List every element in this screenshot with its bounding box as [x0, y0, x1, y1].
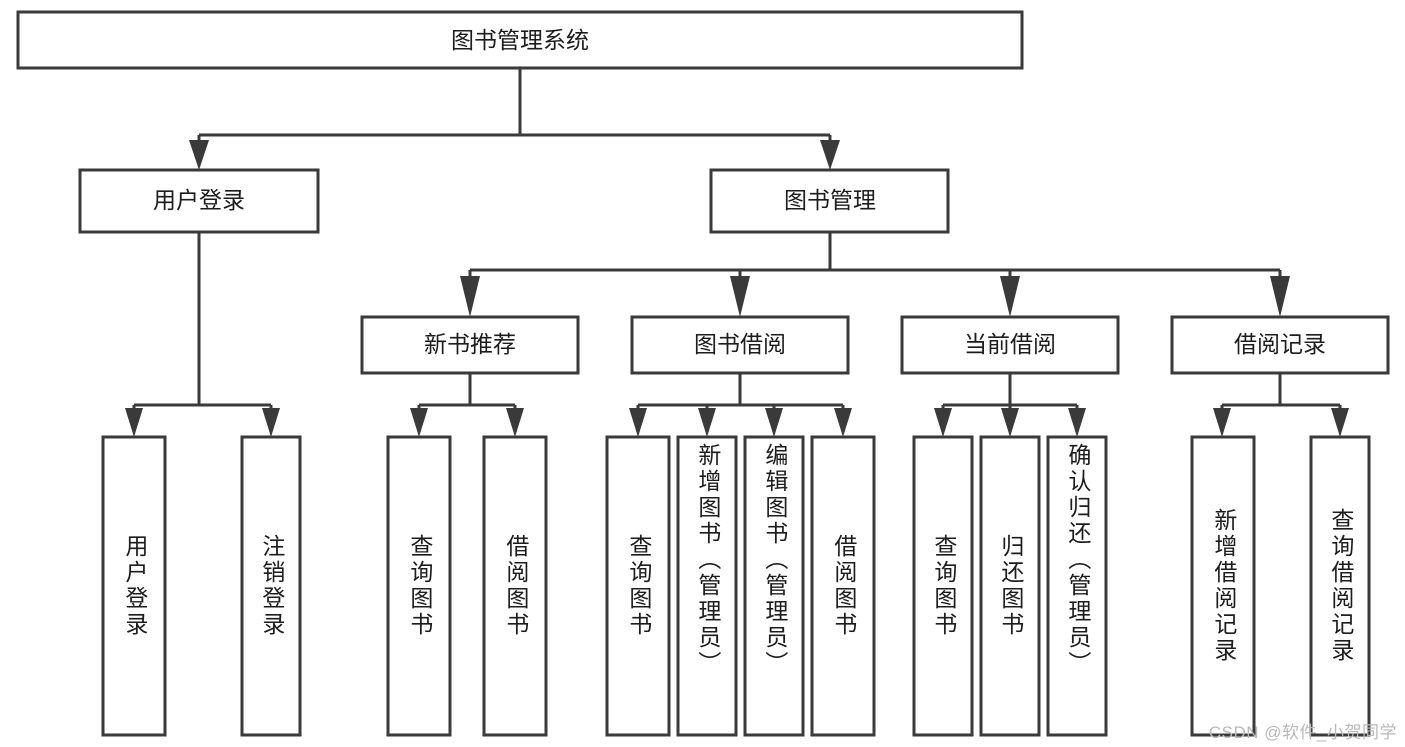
- leaf-box-bb-query-book[interactable]: [605, 435, 671, 737]
- arrow-to-leaf-br-1: [1213, 408, 1231, 437]
- arrow-to-book-borrow: [730, 276, 750, 317]
- user-login-label: 用户登录: [153, 187, 245, 213]
- node-book-borrow[interactable]: 图书借阅: [630, 315, 850, 375]
- leaf-box-bb-edit-book[interactable]: [743, 435, 805, 737]
- arrow-to-book-mgmt: [820, 140, 840, 170]
- arrow-to-leaf-bb-2: [698, 408, 716, 437]
- borrow-record-label: 借阅记录: [1234, 331, 1326, 357]
- leaf-box-nbr-query-book[interactable]: [386, 435, 452, 737]
- node-new-book-recommend[interactable]: 新书推荐: [360, 315, 580, 375]
- arrow-to-current-borrow: [1000, 276, 1020, 317]
- connector-user-login-to-leaves: [125, 232, 280, 437]
- leaf-box-nbr-borrow-book[interactable]: [482, 435, 548, 737]
- connector-borrow-record-to-leaves: [1213, 373, 1349, 437]
- node-root[interactable]: 图书管理系统: [16, 10, 1024, 70]
- connector-root-to-level2: [189, 68, 840, 170]
- current-borrow-label: 当前借阅: [964, 331, 1056, 357]
- node-borrow-record[interactable]: 借阅记录: [1170, 315, 1390, 375]
- root-label: 图书管理系统: [451, 27, 589, 53]
- node-user-login[interactable]: 用户登录: [78, 168, 320, 234]
- new-book-recommend-box[interactable]: [360, 315, 580, 375]
- arrow-to-leaf-bb-4: [834, 408, 852, 437]
- leaf-box-cb-confirm-return[interactable]: [1046, 435, 1108, 737]
- connector-current-borrow-to-leaves: [934, 373, 1086, 437]
- node-current-borrow[interactable]: 当前借阅: [900, 315, 1120, 375]
- leaf-box-user-login[interactable]: [101, 435, 167, 737]
- leaf-box-br-query-record[interactable]: [1309, 435, 1371, 737]
- book-borrow-box[interactable]: [630, 315, 850, 375]
- leaf-box-bb-borrow-book[interactable]: [810, 435, 876, 737]
- new-book-recommend-label: 新书推荐: [424, 331, 516, 357]
- arrow-to-leaf-nbr-1: [410, 408, 428, 437]
- node-book-management[interactable]: 图书管理: [709, 168, 950, 234]
- leaf-box-logout[interactable]: [240, 435, 302, 737]
- current-borrow-box[interactable]: [900, 315, 1120, 375]
- arrow-to-leaf-cb-1: [934, 408, 952, 437]
- arrow-to-borrow-record: [1270, 276, 1290, 317]
- leaf-box-br-add-record[interactable]: [1190, 435, 1256, 737]
- root-box[interactable]: [16, 10, 1024, 70]
- connector-new-book-recommend-to-leaves: [410, 373, 524, 437]
- arrow-to-user-login: [189, 140, 209, 170]
- arrow-to-leaf-br-2: [1331, 408, 1349, 437]
- arrow-to-leaf-nbr-2: [506, 408, 524, 437]
- watermark-text: CSDN @软件_小贺同学: [1208, 723, 1397, 742]
- book-management-box[interactable]: [709, 168, 950, 234]
- arrow-to-new-book-recommend: [460, 276, 480, 317]
- borrow-record-box[interactable]: [1170, 315, 1390, 375]
- arrow-to-leaf-logout: [262, 408, 280, 437]
- book-management-label: 图书管理: [784, 187, 876, 213]
- book-borrow-label: 图书借阅: [694, 331, 786, 357]
- leaf-box-cb-return-book[interactable]: [979, 435, 1041, 737]
- connector-book-borrow-to-leaves: [629, 373, 852, 437]
- connector-book-mgmt-to-level3: [460, 232, 1290, 317]
- arrow-to-leaf-bb-1: [629, 408, 647, 437]
- arrow-to-leaf-cb-3: [1068, 408, 1086, 437]
- arrow-to-leaf-user-login: [125, 408, 143, 437]
- leaf-box-cb-query-book[interactable]: [912, 435, 974, 737]
- leaf-box-bb-add-book[interactable]: [676, 435, 738, 737]
- arrow-to-leaf-cb-2: [1001, 408, 1019, 437]
- arrow-to-leaf-bb-3: [765, 408, 783, 437]
